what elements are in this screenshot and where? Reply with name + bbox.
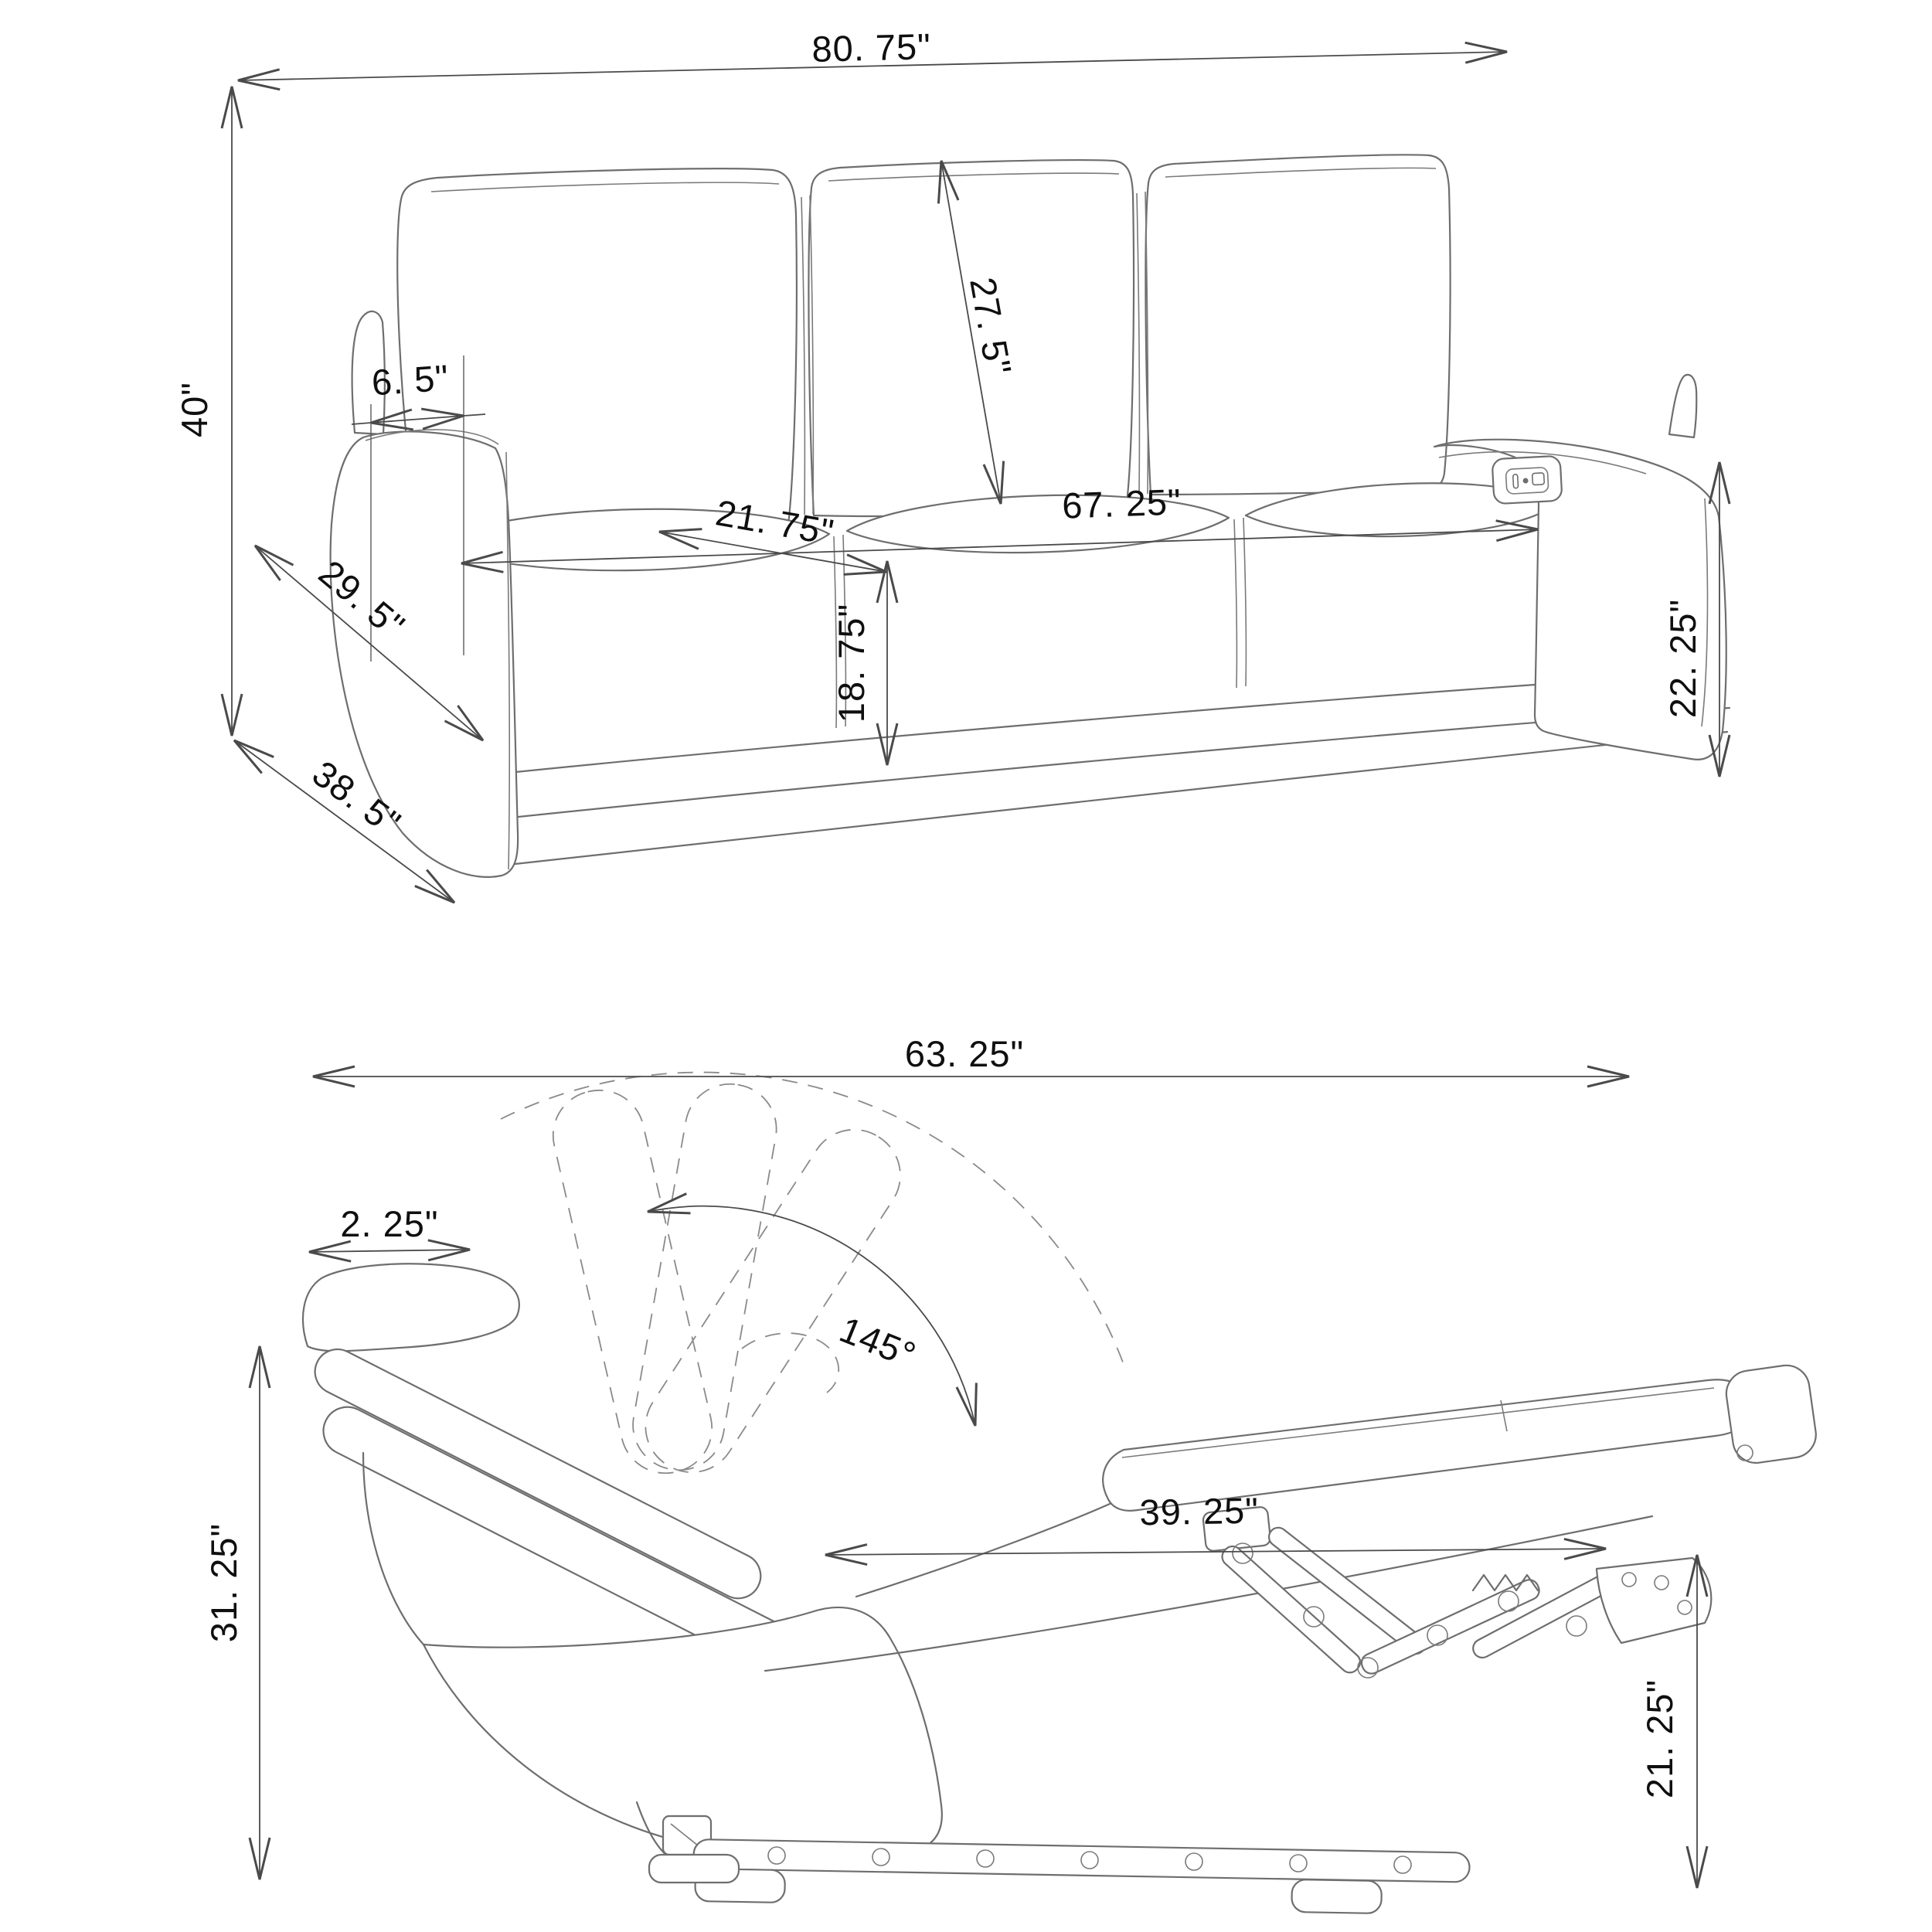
dim-seat-height: 18. 75" xyxy=(831,560,899,766)
dim-arm-width-tail xyxy=(463,413,486,417)
dim-overall-depth-line xyxy=(233,739,456,904)
base-foot-right xyxy=(1291,1879,1383,1914)
dim-arm-width-label: 6. 5" xyxy=(370,357,451,403)
dim-reclined-back-height-label: 31. 25" xyxy=(203,1523,244,1642)
dim-overall-width-line xyxy=(237,41,1508,91)
footrest-hinge xyxy=(1736,1444,1753,1461)
dim-reclined-seat-length-label: 39. 25" xyxy=(1139,1490,1259,1533)
dim-seat-width: 67. 25" xyxy=(461,481,1539,573)
dim-seat-width-label: 67. 25" xyxy=(1061,481,1182,526)
dim-overall-reclined-depth-label: 63. 25" xyxy=(905,1033,1024,1074)
back-gap-line xyxy=(809,195,815,515)
recliner-side-view: 145° xyxy=(203,1033,1817,1914)
left-armrest-front-edge xyxy=(505,451,511,870)
dim-overall-height-label: 40" xyxy=(174,382,215,437)
recliner-headrest xyxy=(301,1263,520,1352)
right-back-wing xyxy=(1668,373,1698,439)
back-cushion-middle xyxy=(808,159,1135,518)
left-back-wing xyxy=(351,310,386,436)
back-gap-line xyxy=(801,196,806,515)
footrest-front-lip xyxy=(1725,1364,1817,1464)
dim-overall-reclined-depth: 63. 25" xyxy=(312,1033,1630,1088)
dim-reclined-seat-length-line xyxy=(825,1537,1607,1566)
base-rail-holes xyxy=(767,1846,1412,1874)
recline-ghost-position-3 xyxy=(645,1128,901,1473)
sofa-front-view: 80. 75" 40" 38. 5" 6. 5" 27. 5" 21. 75" xyxy=(174,26,1731,904)
back-cushion-left-seam xyxy=(430,182,780,192)
mechanism-spring xyxy=(1471,1573,1539,1592)
mechanism-bar xyxy=(1360,1579,1540,1675)
dim-arm-height: 22. 25" xyxy=(1662,461,1731,777)
dim-recline-angle-arc xyxy=(647,1192,978,1427)
power-button-dot-icon xyxy=(1522,478,1529,484)
dim-footrest-floor-height: 21. 25" xyxy=(1639,1554,1709,1889)
recline-ghost-position-2 xyxy=(632,1083,777,1471)
dim-reclined-back-height: 31. 25" xyxy=(203,1345,271,1880)
dim-arm-width-tail xyxy=(351,422,372,425)
front-foot-pad xyxy=(648,1853,740,1884)
recliner-left-edge xyxy=(362,1451,425,1646)
power-control-panel xyxy=(1492,455,1563,505)
back-gap-line xyxy=(1145,191,1149,495)
recliner-back-cushion xyxy=(314,1348,762,1600)
dim-reclined-seat-length: 39. 25" xyxy=(825,1490,1607,1566)
recliner-seat-top-curve xyxy=(855,1493,1131,1598)
dim-overall-height: 40" xyxy=(174,86,243,736)
power-button-usb-icon xyxy=(1531,472,1546,486)
recliner-side-panel xyxy=(422,1606,943,1860)
footrest-pad-seam xyxy=(1500,1400,1508,1432)
back-gap-line xyxy=(1136,192,1141,495)
dim-headrest-extension-line xyxy=(308,1239,471,1263)
dim-back-cushion-height-line xyxy=(937,160,1005,505)
seat-gap-line xyxy=(1233,519,1238,689)
dim-footrest-floor-height-label: 21. 25" xyxy=(1639,1679,1680,1798)
front-bottom-edge xyxy=(499,730,1729,867)
dim-overall-width: 80. 75" xyxy=(237,26,1508,91)
power-button-bar-icon xyxy=(1512,473,1519,489)
front-rail-top xyxy=(431,671,1725,782)
dim-arm-width: 6. 5" xyxy=(351,355,486,662)
power-panel-inner xyxy=(1505,467,1549,495)
dim-arm-height-label: 22. 25" xyxy=(1662,599,1703,718)
right-armrest-roll xyxy=(1438,451,1647,474)
dim-recline-angle: 145° xyxy=(647,1192,978,1427)
recline-sweep-arc xyxy=(500,1071,1125,1367)
dim-recline-angle-label: 145° xyxy=(834,1308,922,1376)
dim-seat-width-line xyxy=(461,519,1539,573)
seat-gap-line xyxy=(1243,517,1247,687)
mechanism-bracket-plate xyxy=(1595,1556,1713,1645)
dim-arm-depth-line xyxy=(253,544,485,742)
dim-seat-height-label: 18. 75" xyxy=(831,604,872,723)
dim-overall-width-label: 80. 75" xyxy=(811,26,932,70)
back-cushion-right xyxy=(1145,154,1451,496)
footrest-pad-top-line xyxy=(1121,1387,1715,1458)
back-cushion-right-seam xyxy=(1165,167,1437,178)
right-armrest-outer-edge xyxy=(1701,498,1709,727)
dim-arm-width-line xyxy=(370,407,464,431)
dim-headrest-extension: 2. 25" xyxy=(308,1203,471,1263)
recline-pivot-detail xyxy=(741,1332,840,1393)
dim-headrest-extension-label: 2. 25" xyxy=(340,1203,438,1244)
